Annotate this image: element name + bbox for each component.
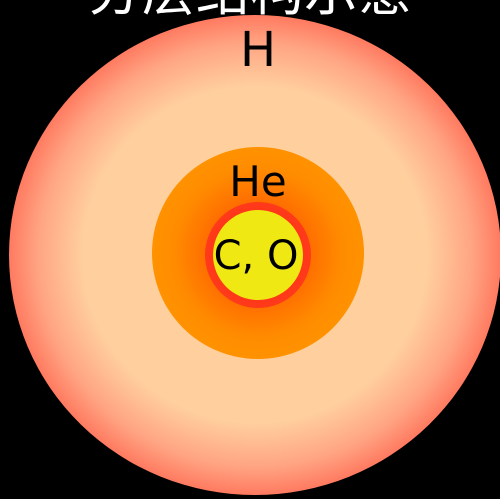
core-layer (213, 210, 303, 300)
label-core: C, O (214, 233, 299, 279)
header-text: 分层结构示意 (88, 0, 412, 23)
label-envelope: H (240, 22, 276, 78)
label-helium-shell: He (229, 157, 286, 206)
